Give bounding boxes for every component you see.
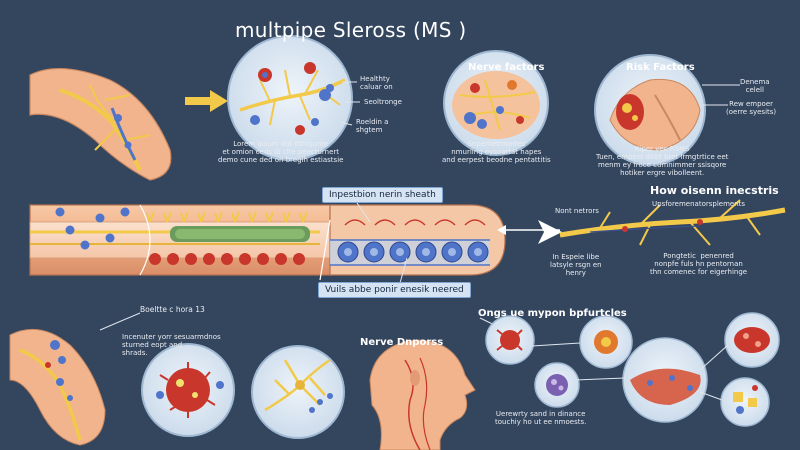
healthy-nerve-circle <box>227 35 353 161</box>
nerve-strand-right <box>559 199 786 246</box>
nerve-branch <box>282 211 291 223</box>
side-caption-right: Pongtetic penenred nonpfe fuls hn pentor… <box>650 252 748 277</box>
arm-illustration-bottom <box>9 328 106 446</box>
sheath-node-core <box>422 248 430 256</box>
double-arrow-icon <box>538 220 562 244</box>
nerve-branch <box>231 211 240 223</box>
red-cell <box>167 253 179 265</box>
nerve-fiber-tube <box>29 204 506 281</box>
red-cell <box>293 253 305 265</box>
nerve-branch <box>214 211 223 223</box>
nerve-branch <box>248 211 257 223</box>
nerve-factors-heading: Nerve factors <box>468 62 545 73</box>
red-cell <box>203 253 215 265</box>
nerve-dnporss-heading: Nerve Dnporss <box>360 337 444 348</box>
sheath-wave <box>434 219 456 226</box>
arm-illustration-top <box>29 68 172 181</box>
side-subheading: Upsforemenatorsplements <box>652 200 746 208</box>
sheath-label-box: Inpestbion nerin sheath <box>322 187 443 203</box>
risk-factors-circle <box>594 54 706 166</box>
top-left-caption: Lorem ipsum dor dthigume et omion ceds i… <box>218 140 344 165</box>
bottom-left-caption: Incenuter yorr sesuarmdnos sturned eopt … <box>122 333 221 358</box>
blue-cell <box>95 213 105 223</box>
red-cell <box>149 253 161 265</box>
risk-factors-caption: Kiper vec RSMS Tuen, empect ditet bret l… <box>596 145 729 178</box>
nerve-branch <box>197 211 206 223</box>
nerve-branch <box>265 211 274 223</box>
sheath-cells <box>337 219 489 263</box>
nerve-dnporss-caption: Uerewrty sand in dinance touchiy ho ut e… <box>495 410 587 427</box>
red-cell <box>257 253 269 265</box>
myelin-cells <box>55 207 308 265</box>
cell-cluster-right <box>485 312 780 427</box>
nerve-branch <box>163 211 172 223</box>
risk-factors-heading: Risk Factors <box>626 62 695 73</box>
callout-roeldin: Roeldin a shgtem <box>356 118 389 135</box>
arrow-right-icon <box>185 90 228 112</box>
nerve-factors-circle <box>443 50 549 156</box>
page-title: multpipe Sleross (MS ) <box>235 18 467 42</box>
neuron-circle <box>251 345 345 439</box>
blue-cell <box>55 207 65 217</box>
sheath-node-core <box>370 248 378 256</box>
blue-cell <box>105 233 115 243</box>
blue-cell <box>120 207 130 217</box>
callout-seoltronge: Seoltronge <box>364 98 402 106</box>
red-cell <box>239 253 251 265</box>
nerve-factors-caption: Snpemetmontes nmurling eysoattat hapes a… <box>442 140 551 165</box>
bottom-left-callout: Boeltte c hora 13 <box>140 305 205 314</box>
red-cell <box>221 253 233 265</box>
nerve-branch <box>146 211 155 223</box>
sheath-wave <box>374 219 396 226</box>
blue-cell <box>65 225 75 235</box>
blue-cell <box>80 240 90 250</box>
risk-label-rew: Rew empoer (oerre syesits) <box>726 100 777 117</box>
sheath-node-core <box>448 248 456 256</box>
head-profile <box>369 339 476 450</box>
red-cell <box>275 253 287 265</box>
nerve-branch <box>299 211 308 223</box>
sheath-wave <box>464 219 486 226</box>
nerve-label: Nont netrors <box>555 207 599 215</box>
inflamed-cell-circle <box>141 343 235 437</box>
ongs-heading: Ongs ue mypon bpfurtcles <box>478 308 627 319</box>
bottom-label-box: Vuils abbe ponir enesik neered <box>318 282 471 298</box>
sheath-wave <box>404 219 426 226</box>
sheath-node-core <box>474 248 482 256</box>
side-heading: How oisenn inecstris <box>650 184 779 197</box>
risk-label-denema: Denema celell <box>740 78 770 95</box>
red-cell <box>185 253 197 265</box>
sheath-node-core <box>344 248 352 256</box>
nerve-branch <box>180 211 189 223</box>
sheath-node-core <box>396 248 404 256</box>
callout-healthy: Healthty caluar on <box>360 75 393 92</box>
side-caption-left: In Espeie libe latsyle rsgn en henry <box>550 253 602 278</box>
sheath-wave <box>344 219 366 226</box>
